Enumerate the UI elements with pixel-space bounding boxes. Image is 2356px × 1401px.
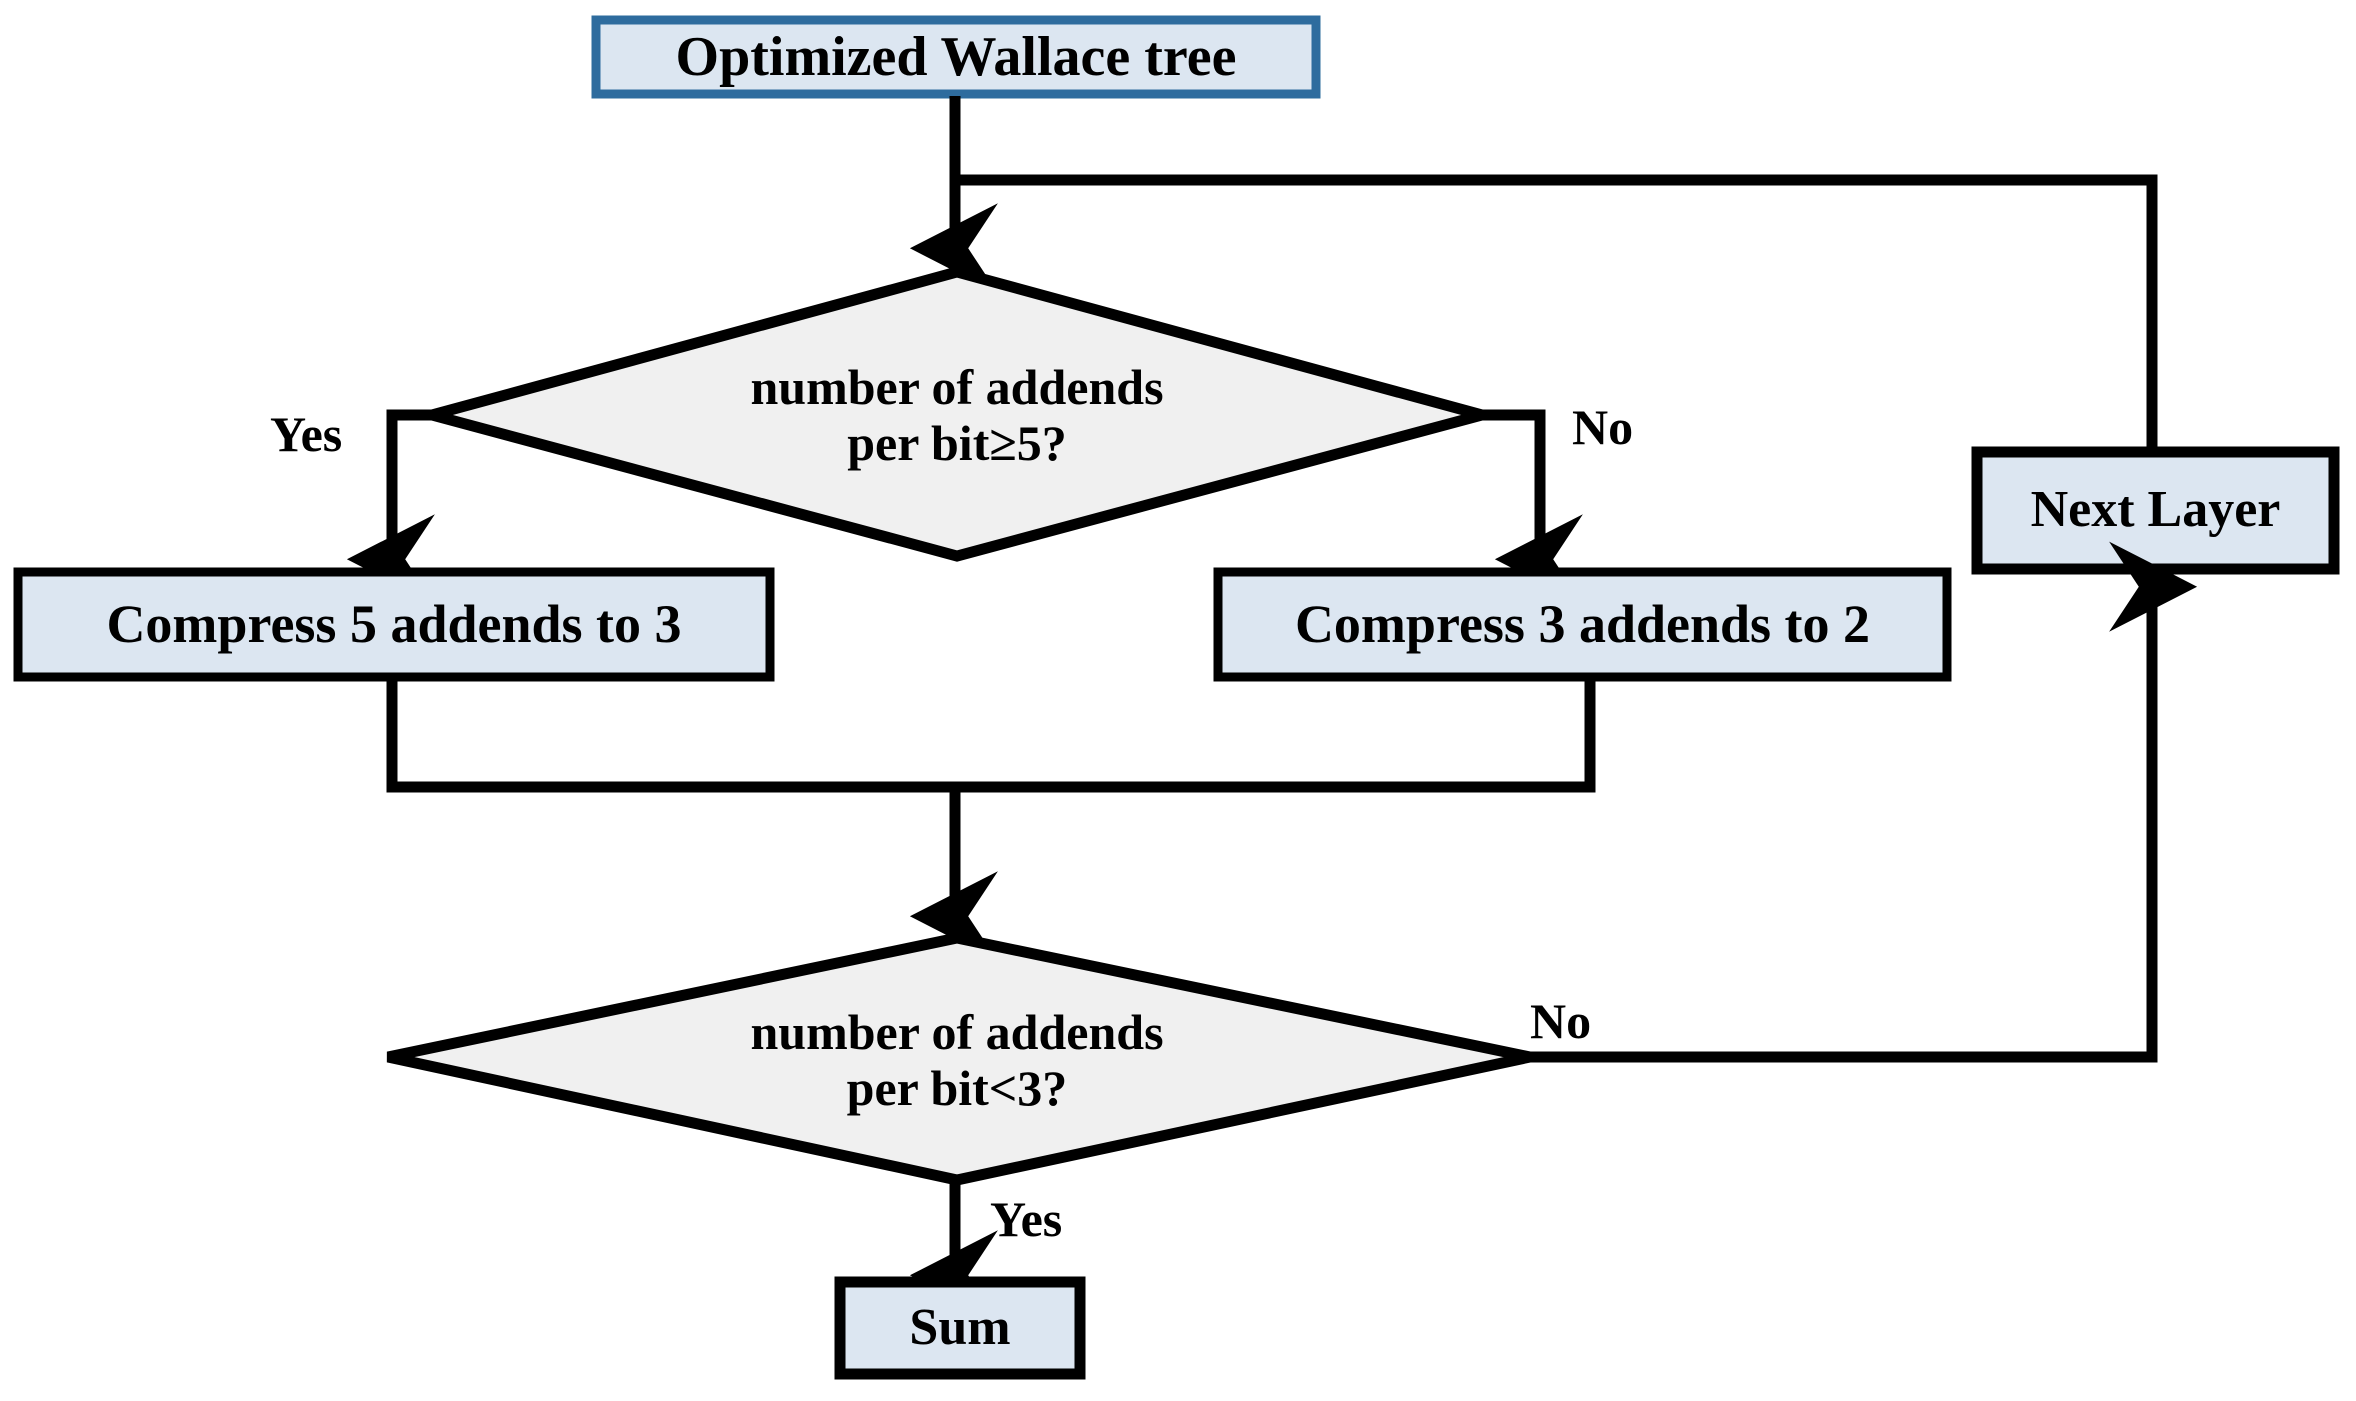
node-start-shape[interactable] [591, 15, 1321, 99]
node-nextlayer-shape[interactable] [1971, 446, 2340, 575]
node-sum-shape[interactable] [834, 1276, 1086, 1380]
edge-compress3-merge [955, 677, 1596, 793]
edge-label-decision2-no: No [1530, 993, 1592, 1049]
node-compress5-shape[interactable] [13, 567, 775, 682]
node-decision1-shape[interactable] [410, 266, 1504, 562]
edge-label-decision2-yes: Yes [990, 1191, 1063, 1247]
edge-compress5-merge [386, 677, 955, 793]
edge-label-decision1-no: No [1572, 399, 1634, 455]
edge-decision2-no [1530, 541, 2198, 1063]
edge-label-decision1-yes: Yes [270, 406, 343, 462]
edge-start-to-nextlayer [955, 174, 2158, 452]
node-decision2-shape[interactable] [386, 932, 1532, 1186]
edge-decision1-no [1482, 409, 1583, 605]
edge-decision1-yes [346, 409, 435, 605]
node-compress3-shape[interactable] [1213, 567, 1952, 682]
